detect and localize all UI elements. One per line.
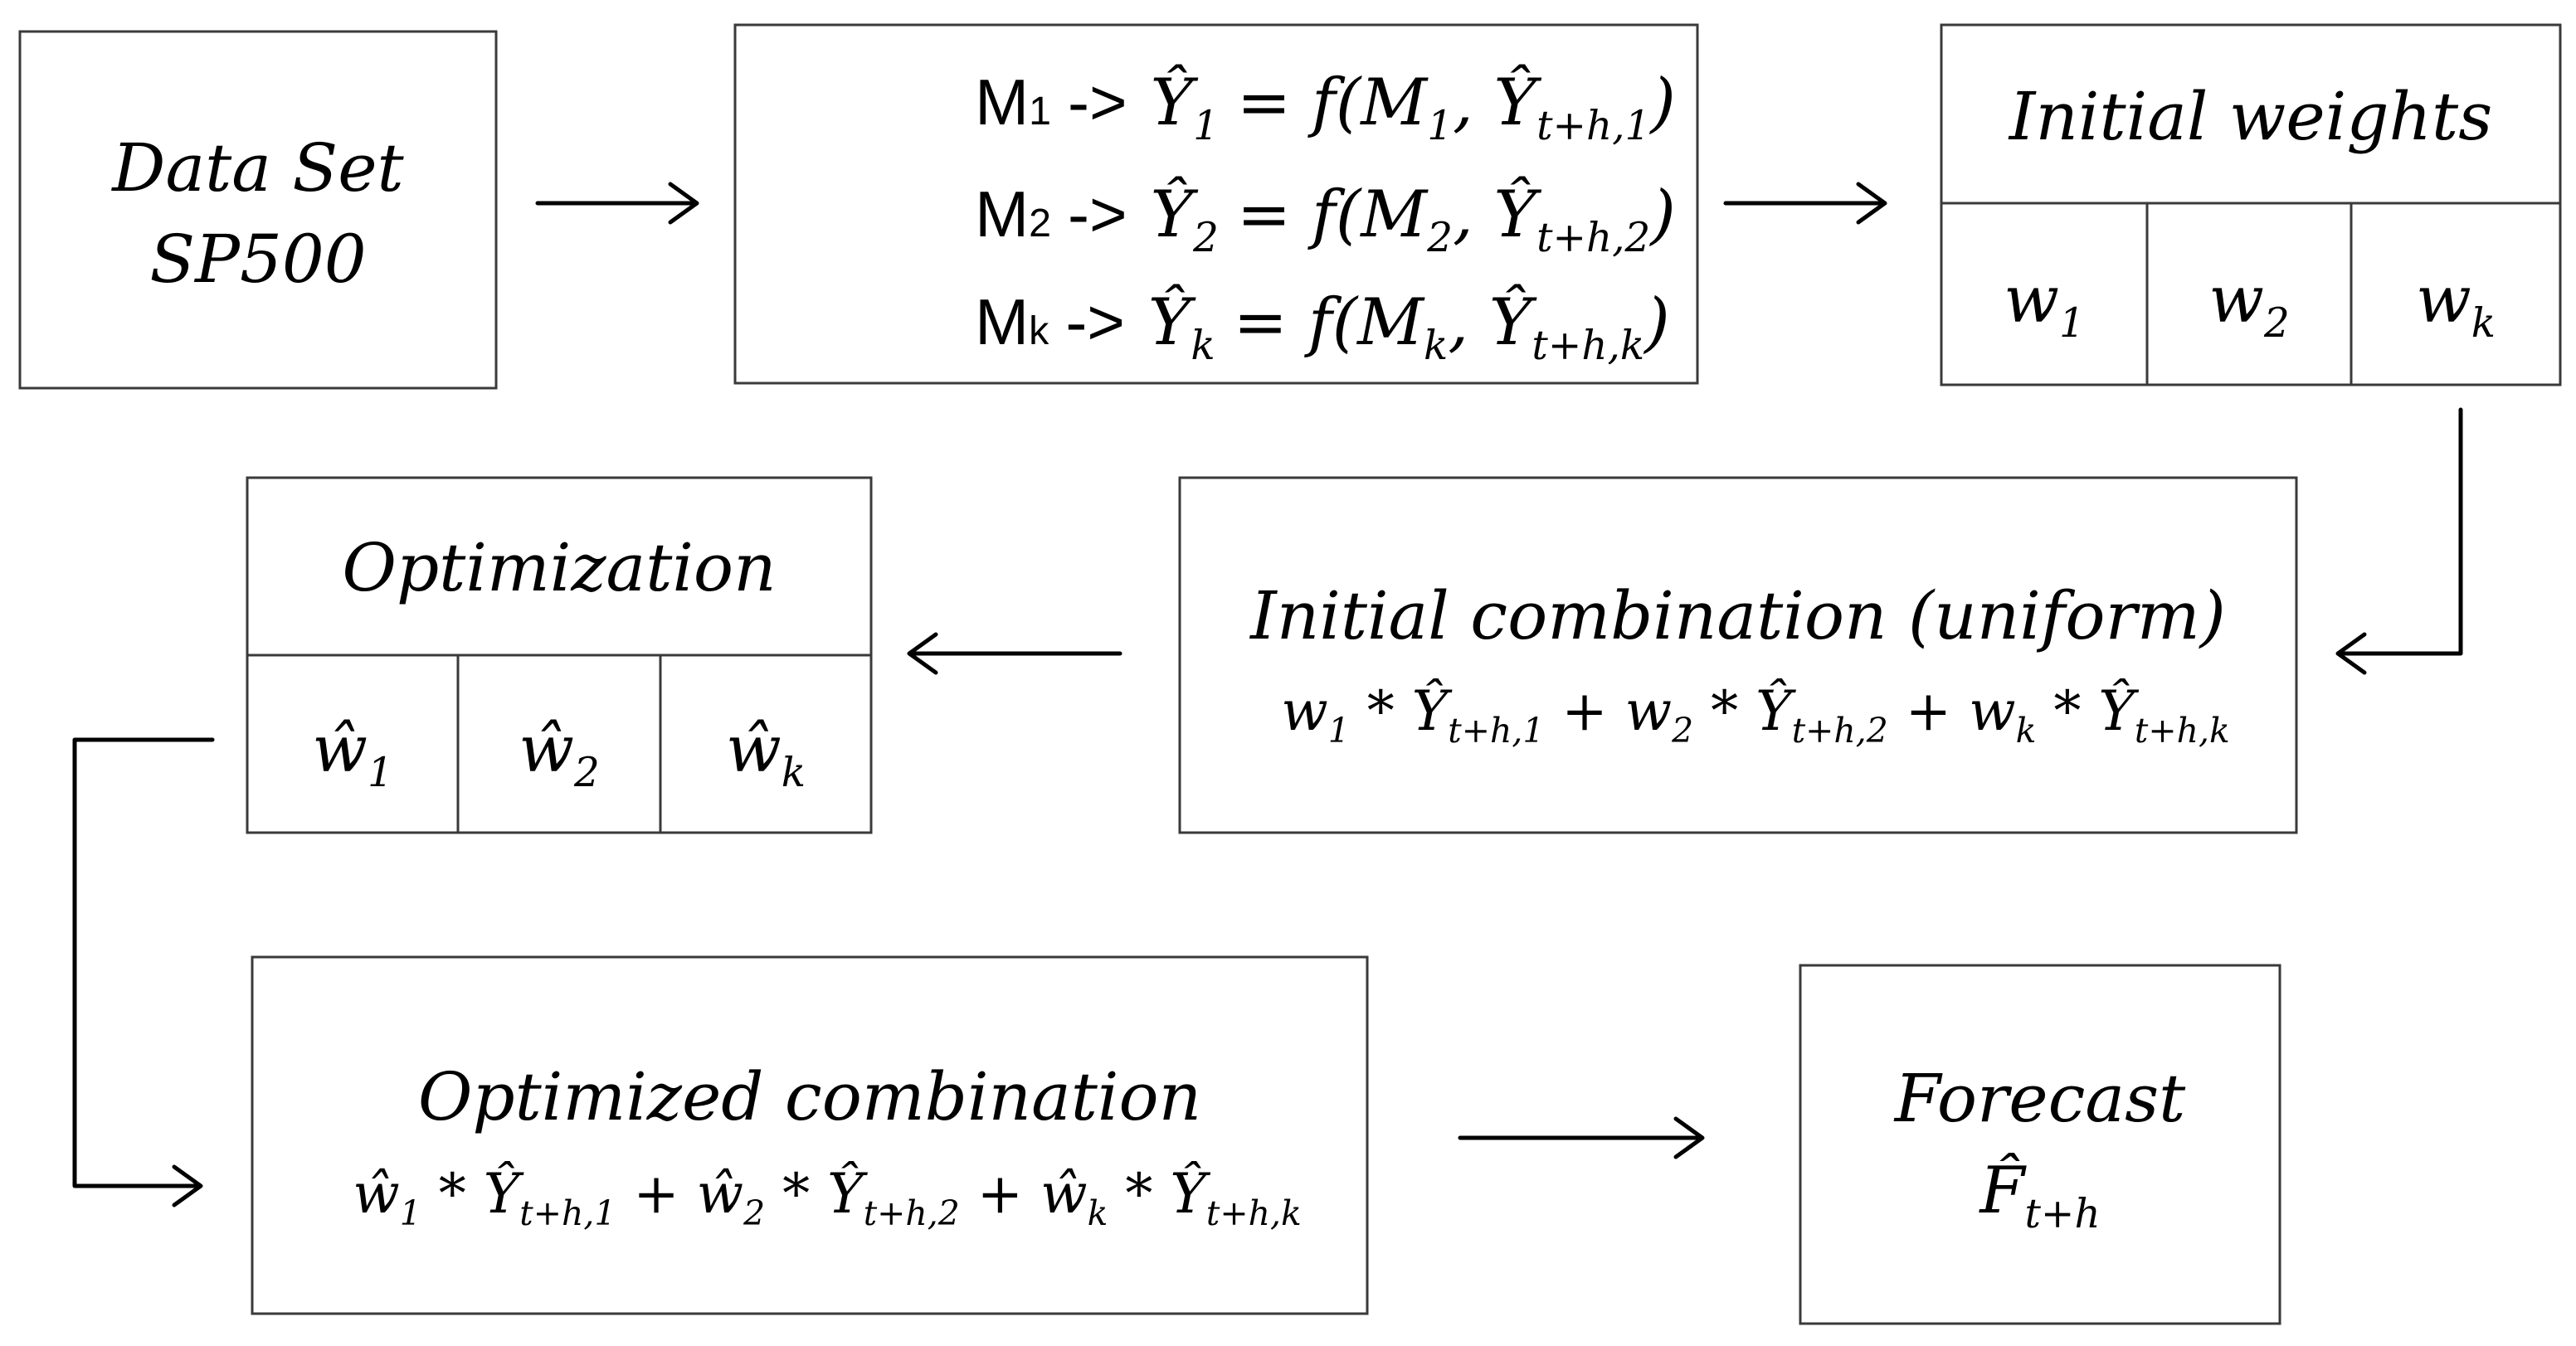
optimized-combination-formula: ŵ1 * Ŷt+h,1 + ŵ2 * Ŷt+h,2 + ŵk * Ŷt+h,k: [231, 1162, 1388, 1238]
model-row: Mk->Ŷk= f(Mk, Ŷt+h,k): [790, 283, 1814, 369]
initial-weights-node: Initial weights w1 w2 wk: [1940, 23, 2562, 386]
initial-combination-title: Initial combination (uniform): [1249, 577, 2226, 654]
optimized-combination-title: Optimized combination: [418, 1058, 1201, 1135]
arrow-optimization-to-optimized-combination: [72, 737, 215, 1208]
arrow-weights-to-initial-combination: [2335, 407, 2463, 675]
data-set-node: Data Set SP500: [18, 30, 498, 390]
arrow-optimized-combination-to-forecast: [1458, 1116, 1705, 1159]
arrow-initial-combination-to-optimization: [907, 632, 1122, 675]
arrow-models-to-initial-weights: [1723, 182, 1887, 225]
initial-weights-title: Initial weights: [2008, 78, 2493, 155]
model-row: M2->Ŷ2= f(M2, Ŷt+h,2): [790, 175, 1819, 261]
data-set-label-line1: Data Set: [110, 129, 404, 207]
svg-text:M1->Ŷ1= f(M1, Ŷt+h,1): M1->Ŷ1= f(M1, Ŷt+h,1): [790, 63, 1819, 149]
initial-combination-formula: w1 * Ŷt+h,1 + w2 * Ŷt+h,2 + wk * Ŷt+h,k: [1159, 679, 2316, 756]
svg-text:M2->Ŷ2= f(M2, Ŷt+h,2): M2->Ŷ2= f(M2, Ŷt+h,2): [790, 175, 1819, 261]
forecast-title: Forecast: [1893, 1060, 2186, 1137]
data-set-label-line2: SP500: [149, 221, 366, 298]
svg-text:Mk->Ŷk= f(Mk, Ŷt+h,k): Mk->Ŷk= f(Mk, Ŷt+h,k): [790, 283, 1814, 369]
models-node: M1->Ŷ1= f(M1, Ŷt+h,1) M2->Ŷ2= f(M2, Ŷt+h…: [733, 23, 1819, 385]
optimized-weight-cell: ŵ1: [312, 712, 393, 796]
initial-weight-cell: w2: [2208, 263, 2290, 347]
optimization-node: Optimization ŵ1 ŵ2 ŵk: [246, 476, 873, 834]
initial-weight-cell: w1: [2004, 263, 2085, 347]
forecast-node: Forecast F̂t+h: [1799, 964, 2281, 1325]
arrow-dataset-to-models: [535, 182, 699, 225]
forecast-symbol: F̂t+h: [1978, 1152, 2100, 1237]
model-row: M1->Ŷ1= f(M1, Ŷt+h,1): [790, 63, 1819, 149]
initial-weight-cell: wk: [2416, 263, 2496, 347]
optimization-title: Optimization: [342, 529, 776, 606]
initial-combination-node: Initial combination (uniform) w1 * Ŷt+h,…: [1159, 476, 2316, 834]
optimized-combination-node: Optimized combination ŵ1 * Ŷt+h,1 + ŵ2 *…: [231, 955, 1388, 1315]
optimized-weight-cell: ŵk: [726, 712, 806, 796]
optimized-weight-cell: ŵ2: [519, 712, 600, 796]
